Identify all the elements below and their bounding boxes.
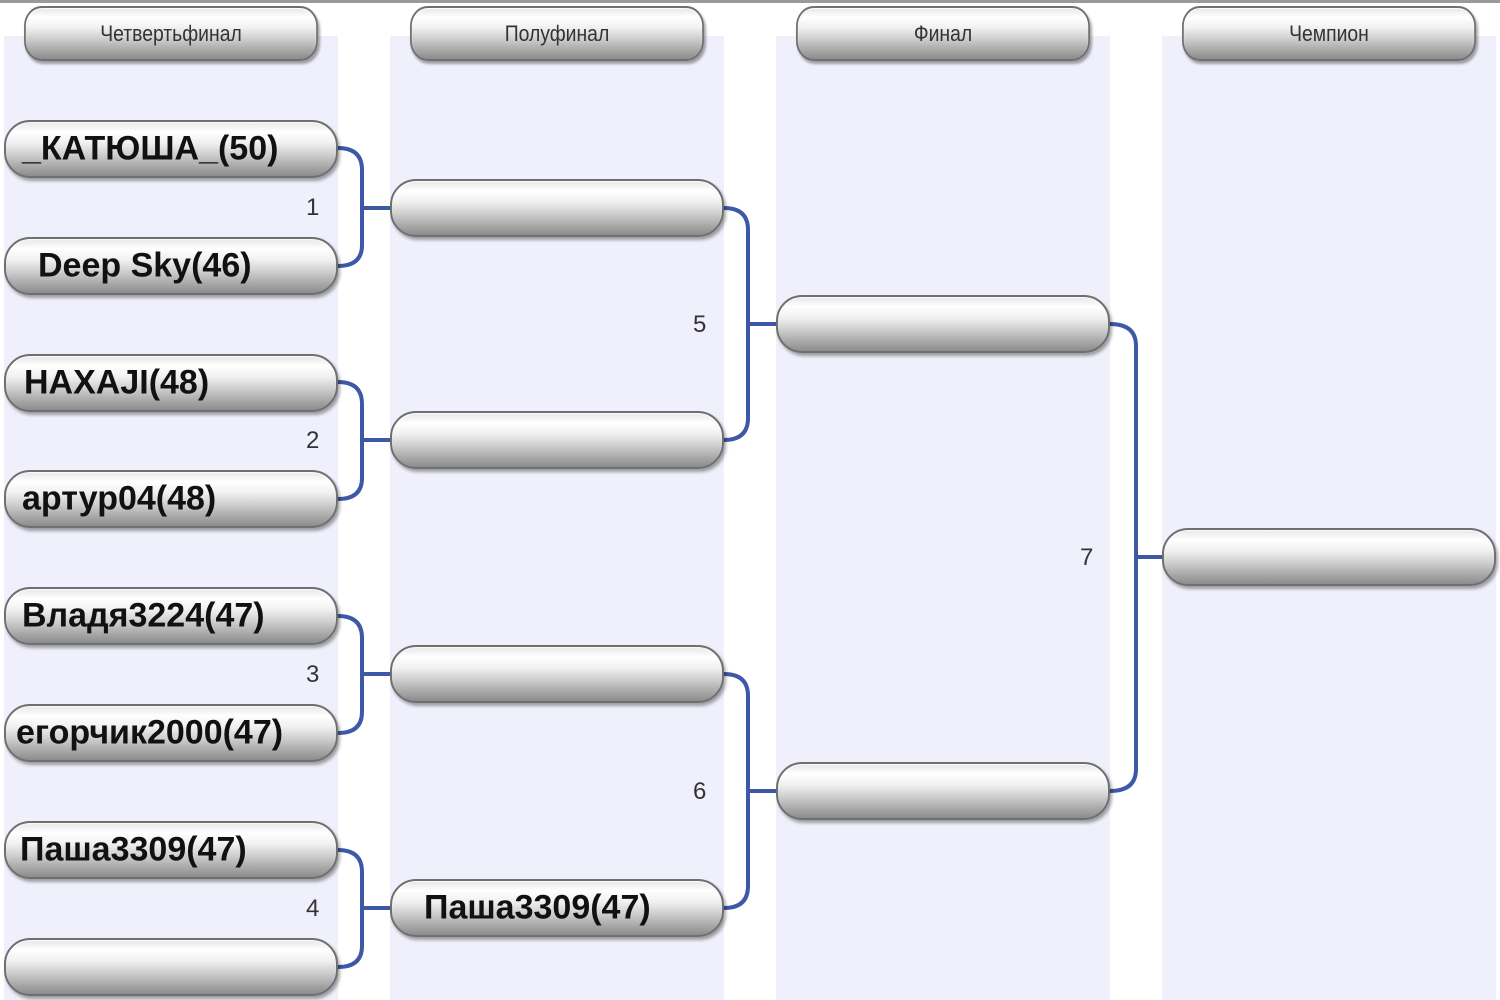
top-border xyxy=(0,0,1500,3)
semifinal-slot-2[interactable] xyxy=(390,411,724,469)
final-slot-2[interactable] xyxy=(776,762,1110,820)
quarterfinal-slot-8[interactable] xyxy=(4,938,338,996)
player-name: Владя3224(47) xyxy=(22,596,265,635)
column-bg-final xyxy=(776,36,1110,1000)
round-header-quarterfinal: Четвертьфинал xyxy=(24,6,318,61)
player-name: Deep Sky(46) xyxy=(38,246,252,285)
connector-match-1 xyxy=(336,146,392,268)
match-number-5: 5 xyxy=(693,311,707,338)
final-slot-1[interactable] xyxy=(776,295,1110,353)
player-name: _КАТЮША_(50) xyxy=(22,129,279,168)
connector-match-2 xyxy=(336,380,392,501)
connector-match-3 xyxy=(336,614,392,735)
player-name: егорчик2000(47) xyxy=(16,713,284,752)
match-number-3: 3 xyxy=(306,661,320,688)
quarterfinal-slot-2[interactable]: Deep Sky(46) xyxy=(4,237,338,295)
match-number-4: 4 xyxy=(306,895,320,922)
match-number-6: 6 xyxy=(693,778,707,805)
semifinal-slot-4[interactable]: Паша3309(47) xyxy=(390,879,724,937)
match-number-1: 1 xyxy=(306,194,320,221)
champion-slot[interactable] xyxy=(1162,528,1496,586)
quarterfinal-slot-5[interactable]: Владя3224(47) xyxy=(4,587,338,645)
quarterfinal-slot-1[interactable]: _КАТЮША_(50) xyxy=(4,120,338,178)
round-header-final: Финал xyxy=(796,6,1090,61)
round-header-label: Четвертьфинал xyxy=(100,20,242,46)
semifinal-slot-3[interactable] xyxy=(390,645,724,703)
player-name: артур04(48) xyxy=(22,479,217,518)
match-number-2: 2 xyxy=(306,427,320,454)
quarterfinal-slot-6[interactable]: егорчик2000(47) xyxy=(4,704,338,762)
connector-match-5 xyxy=(722,206,778,442)
quarterfinal-slot-4[interactable]: артур04(48) xyxy=(4,470,338,528)
round-header-label: Чемпион xyxy=(1289,20,1369,46)
semifinal-slot-1[interactable] xyxy=(390,179,724,237)
round-header-label: Финал xyxy=(913,20,973,46)
connector-match-4 xyxy=(336,848,392,969)
round-header-semifinal: Полуфинал xyxy=(410,6,704,61)
round-header-label: Полуфинал xyxy=(504,20,610,46)
quarterfinal-slot-3[interactable]: НАХАJI(48) xyxy=(4,354,338,412)
player-name: НАХАJI(48) xyxy=(24,363,210,402)
column-bg-champion xyxy=(1162,36,1496,1000)
connector-match-7 xyxy=(1108,322,1164,793)
match-number-7: 7 xyxy=(1080,544,1094,571)
round-header-champion: Чемпион xyxy=(1182,6,1476,61)
quarterfinal-slot-7[interactable]: Паша3309(47) xyxy=(4,821,338,879)
connector-match-6 xyxy=(722,672,778,910)
player-name: Паша3309(47) xyxy=(20,830,247,869)
player-name: Паша3309(47) xyxy=(424,888,651,927)
